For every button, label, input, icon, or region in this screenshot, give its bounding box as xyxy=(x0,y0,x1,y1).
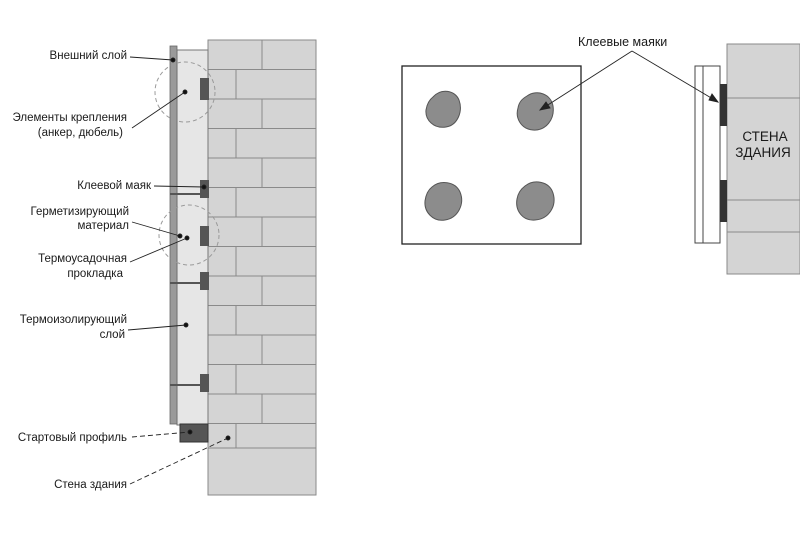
glue-spot xyxy=(424,182,463,221)
label-heat-shrink: Термоусадочная xyxy=(38,253,127,265)
leader-lines xyxy=(127,56,231,485)
glue-beacon-mark xyxy=(200,374,209,392)
glue-spot xyxy=(516,181,555,221)
glue-beacon-mark xyxy=(200,272,209,290)
wall-side-view xyxy=(726,43,800,275)
anchor-fastener xyxy=(200,226,209,246)
label-building-wall: Стена здания xyxy=(54,479,127,491)
glue-beacon-side xyxy=(720,84,727,126)
left-section: Внешний слой Элементы крепления (анкер, … xyxy=(12,39,317,496)
label-insulation-detail: слой xyxy=(100,329,125,341)
panel-side-core xyxy=(702,65,721,244)
label-starter-profile: Стартовый профиль xyxy=(18,432,127,444)
right-labels: Клеевые маяки СТЕНА ЗДАНИЯ xyxy=(578,35,791,160)
right-leader-lines xyxy=(538,50,720,111)
glue-spots xyxy=(424,90,555,221)
starter-profile xyxy=(179,423,209,443)
wall-side-courses xyxy=(727,97,800,233)
detail-circle-fasteners xyxy=(154,61,216,123)
label-fasteners: Элементы крепления xyxy=(12,112,127,124)
label-glue-beacon: Клеевой маяк xyxy=(77,180,152,192)
label-outer-layer: Внешний слой xyxy=(50,50,127,62)
right-section: Клеевые маяки СТЕНА ЗДАНИЯ xyxy=(401,35,800,275)
left-labels: Внешний слой Элементы крепления (анкер, … xyxy=(12,50,151,491)
label-fasteners-detail: (анкер, дюбель) xyxy=(38,127,123,139)
glue-beacon-side xyxy=(720,180,727,222)
label-heat-shrink-detail: прокладка xyxy=(67,268,123,280)
label-wall-line2: ЗДАНИЯ xyxy=(735,145,791,160)
label-sealing: Герметизирующий xyxy=(30,206,129,218)
label-wall-line1: СТЕНА xyxy=(742,129,787,144)
glue-spot xyxy=(516,92,554,131)
detail-circle-sealing xyxy=(158,204,220,266)
brick-courses xyxy=(208,40,316,449)
label-insulation: Термоизолирующий xyxy=(20,314,127,326)
anchor-fastener xyxy=(200,78,209,100)
label-glue-beacons: Клеевые маяки xyxy=(578,35,667,49)
glue-spot xyxy=(425,90,461,128)
label-sealing-detail: материал xyxy=(77,220,129,232)
panel-front-view xyxy=(401,65,582,245)
